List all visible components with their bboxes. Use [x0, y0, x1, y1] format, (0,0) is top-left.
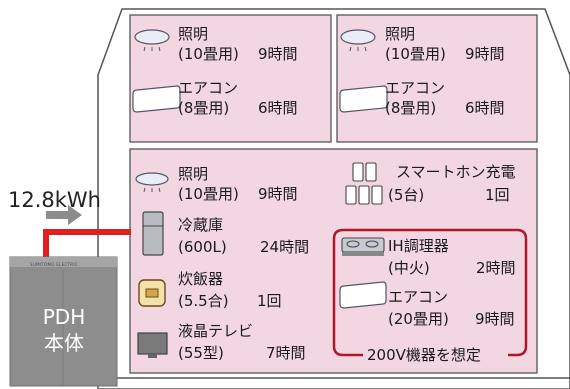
- ih-cooker-name: IH調理器: [388, 237, 449, 255]
- phone-charge-name: スマートホン充電: [396, 163, 516, 181]
- fridge-name: 冷蔵庫: [178, 216, 224, 234]
- brand-label: SUMITOMO ELECTRIC: [30, 262, 78, 267]
- smartphone-icon: [345, 162, 383, 205]
- bracket-200v: [332, 228, 528, 357]
- ac200-time: 9時間: [475, 310, 515, 328]
- ac-name: エアコン: [178, 79, 239, 97]
- phone-charge-spec: (5台): [388, 186, 425, 204]
- note-200v: 200V機器を想定: [364, 346, 484, 364]
- ih-cooker-time: 2時間: [476, 259, 516, 277]
- light-time: 9時間: [258, 45, 298, 63]
- ceiling-light-icon: [134, 29, 170, 52]
- light-name: 照明: [178, 25, 209, 43]
- refrigerator-icon: [142, 211, 164, 256]
- light-name: 照明: [385, 25, 416, 43]
- tv-spec: (55型): [178, 344, 224, 362]
- fridge-time: 24時間: [260, 238, 310, 256]
- ceiling-light-icon: [340, 29, 376, 52]
- ac-time: 6時間: [465, 99, 505, 117]
- ac-spec: (8畳用): [178, 99, 230, 117]
- light-spec: (10畳用): [178, 45, 239, 63]
- unit-label-line2: 本体: [44, 331, 84, 355]
- light-spec: (10畳用): [385, 45, 446, 63]
- unit-label-line1: PDH: [42, 305, 86, 329]
- energy-arrow-icon: [46, 205, 82, 225]
- ac-time: 6時間: [258, 99, 298, 117]
- ac200-spec: (20畳用): [388, 310, 449, 328]
- light-name: 照明: [178, 165, 209, 183]
- ih-cooker-icon: [341, 237, 385, 256]
- tv-icon: [137, 332, 168, 358]
- room-top-right: [336, 14, 538, 143]
- energy-amount: 12.8kWh: [8, 188, 101, 212]
- rice-cooker-icon: [138, 279, 166, 307]
- rice-cooker-name: 炊飯器: [178, 270, 224, 288]
- light-time: 9時間: [465, 45, 505, 63]
- ih-cooker-spec: (中火): [388, 259, 430, 277]
- light-spec: (10畳用): [178, 185, 239, 203]
- phone-charge-time: 1回: [485, 186, 510, 204]
- tv-name: 液晶テレビ: [178, 322, 254, 340]
- rice-cooker-spec: (5.5合): [178, 292, 229, 310]
- air-conditioner-icon: [339, 281, 387, 309]
- rice-cooker-time: 1回: [257, 292, 282, 310]
- fridge-spec: (600L): [178, 238, 227, 256]
- light-time: 9時間: [258, 185, 298, 203]
- ceiling-light-icon: [135, 172, 169, 193]
- power-cable: [43, 229, 131, 258]
- ac200-name: エアコン: [388, 288, 449, 306]
- tv-time: 7時間: [266, 344, 306, 362]
- ac-spec: (8畳用): [385, 99, 437, 117]
- air-conditioner-icon: [132, 85, 181, 113]
- ac-name: エアコン: [385, 79, 446, 97]
- air-conditioner-icon: [339, 85, 388, 113]
